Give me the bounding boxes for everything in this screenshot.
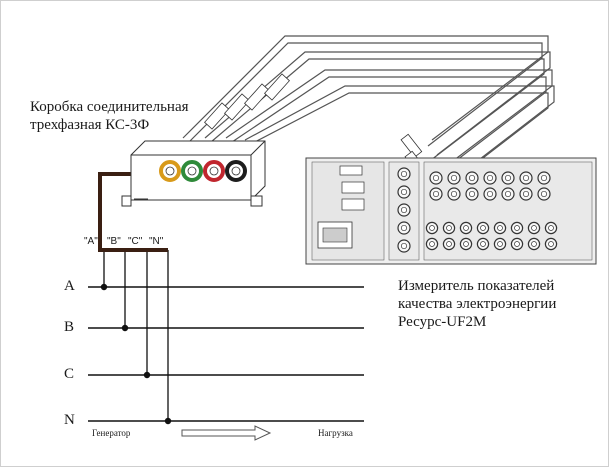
terminal-label-c: "C" — [128, 236, 143, 247]
current-jack-icon — [425, 221, 439, 235]
terminal-label-b: "B" — [107, 236, 121, 247]
current-jack-icon — [493, 237, 507, 251]
serial-port-2-icon — [341, 198, 365, 211]
voltage-jack-icon — [397, 185, 411, 199]
flow-arrow-icon — [181, 425, 272, 441]
current-jack-icon — [465, 171, 479, 185]
meter-label-line-3: Ресурс-UF2M — [398, 314, 487, 330]
bus-label-a: A — [64, 278, 75, 294]
box-label-line-1: Коробка соединительная — [30, 99, 189, 115]
box-label-line-2: трехфазная КС-3Ф — [30, 117, 150, 133]
bus-label-n: N — [64, 412, 75, 428]
terminal-label-a: "A" — [84, 236, 98, 247]
current-jack-icon — [527, 237, 541, 251]
clamp-2-icon — [181, 160, 203, 182]
current-jack-icon — [527, 221, 541, 235]
bnc-jacks — [397, 167, 558, 253]
current-jack-icon — [476, 221, 490, 235]
usb-port-icon — [339, 165, 363, 176]
clamp-4-icon — [225, 160, 247, 182]
clamp-1-icon — [159, 160, 181, 182]
terminal-label-n: "N" — [149, 236, 164, 247]
generator-label: Генератор — [92, 428, 131, 438]
voltage-jack-icon — [397, 203, 411, 217]
current-jack-icon — [459, 237, 473, 251]
current-jack-icon — [476, 237, 490, 251]
current-jack-icon — [544, 237, 558, 251]
box-cable — [98, 172, 168, 252]
current-jack-icon — [429, 187, 443, 201]
meter-device — [305, 157, 597, 265]
tap-dot-a — [100, 283, 108, 291]
voltage-jack-icon — [397, 167, 411, 181]
bus-label-c: C — [64, 366, 75, 382]
current-jack-icon — [493, 221, 507, 235]
voltage-jack-icon — [397, 221, 411, 235]
load-label: Нагрузка — [318, 428, 353, 438]
current-jack-icon — [483, 187, 497, 201]
current-jack-icon — [544, 221, 558, 235]
current-jack-icon — [465, 187, 479, 201]
connection-box — [121, 140, 266, 207]
clamp-connectors — [159, 160, 247, 182]
current-jack-icon — [459, 221, 473, 235]
tap-dot-n — [164, 417, 172, 425]
current-jack-icon — [447, 171, 461, 185]
current-jack-icon — [510, 221, 524, 235]
current-jack-icon — [519, 187, 533, 201]
bus-label-b: B — [64, 319, 75, 335]
current-jack-icon — [501, 171, 515, 185]
current-jack-icon — [510, 237, 524, 251]
tap-dot-c — [143, 371, 151, 379]
tap-dot-b — [121, 324, 129, 332]
current-jack-icon — [442, 221, 456, 235]
current-jack-icon — [425, 237, 439, 251]
bus-lines — [88, 286, 364, 422]
current-jack-icon — [442, 237, 456, 251]
current-jack-icon — [519, 171, 533, 185]
meter-label-line-1: Измеритель показателей — [398, 278, 555, 294]
current-jack-icon — [501, 187, 515, 201]
serial-port-icon — [341, 181, 365, 194]
current-jack-icon — [537, 171, 551, 185]
current-jack-icon — [429, 171, 443, 185]
meter-label-line-2: качества электроэнергии — [398, 296, 557, 312]
clamp-3-icon — [203, 160, 225, 182]
tap-dots — [100, 283, 172, 425]
voltage-jack-icon — [397, 239, 411, 253]
tap-wires — [103, 249, 169, 421]
current-jack-icon — [537, 187, 551, 201]
current-jack-icon — [483, 171, 497, 185]
current-jack-icon — [447, 187, 461, 201]
